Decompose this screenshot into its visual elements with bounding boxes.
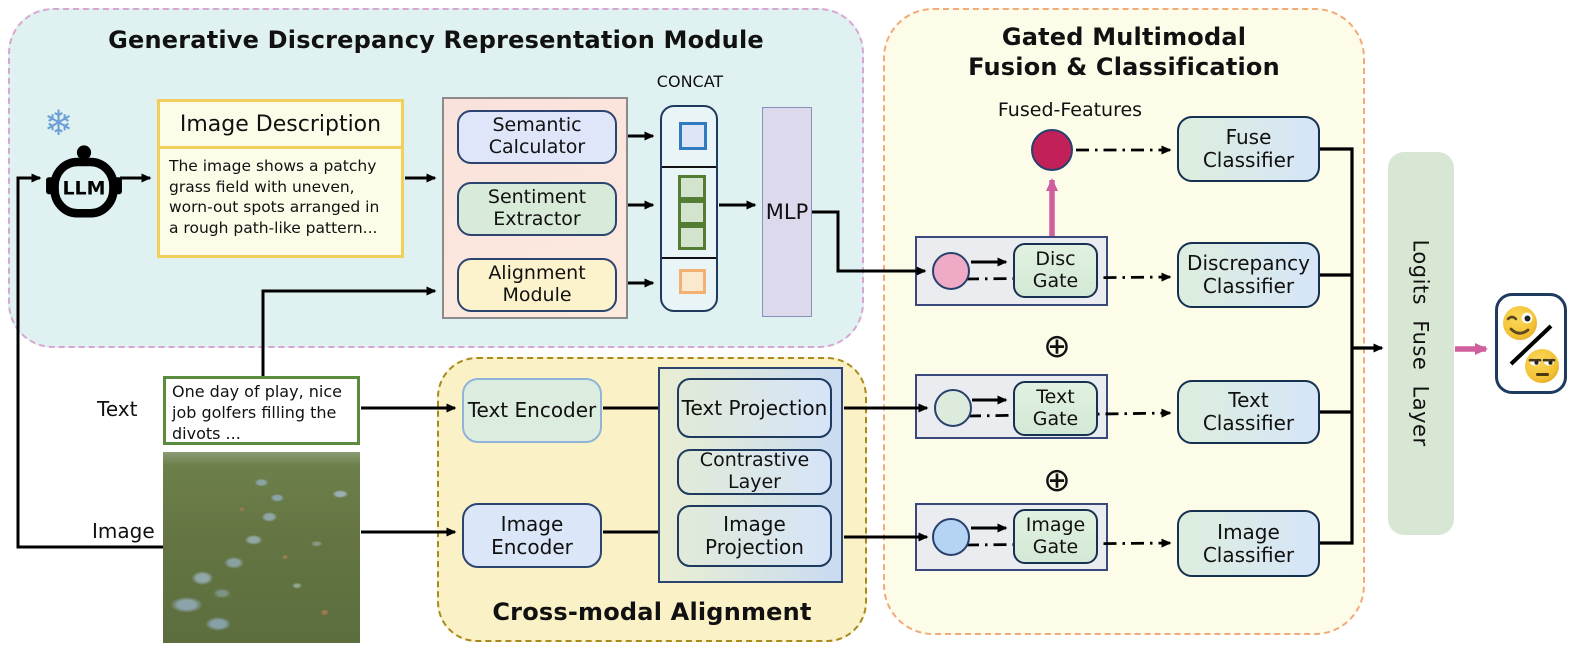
sentiment-feature-square-icon: [678, 175, 706, 200]
disc-gate-box: Disc Gate: [1013, 243, 1098, 298]
gdrm-region: Generative Discrepancy Representation Mo…: [8, 8, 864, 348]
discrepancy-classifier-box: Discrepancy Classifier: [1177, 242, 1320, 308]
semantic-feature-square-icon: [679, 122, 707, 150]
fused-features-circle-icon: [1031, 129, 1073, 171]
gmfc-title-line1: Gated Multimodal: [1001, 23, 1247, 51]
image-encoder-box: Image Encoder: [462, 503, 602, 568]
concat-divider: [662, 257, 716, 259]
text-encoder-box: Text Encoder: [462, 378, 602, 443]
sentiment-output-box: [1495, 293, 1567, 394]
sarcasm-output-icons: [1503, 306, 1559, 383]
sentiment-feature-square-icon: [678, 225, 706, 250]
discrepancy-feature-circle-icon: [932, 252, 970, 290]
gmfc-title: Gated Multimodal Fusion & Classification: [885, 22, 1363, 82]
alignment-module-box: Alignment Module: [457, 258, 617, 312]
alignment-feature-square-icon: [679, 269, 706, 294]
fused-features-label: Fused-Features: [997, 99, 1143, 121]
fuse-classifier-box: Fuse Classifier: [1177, 116, 1320, 182]
slash-divider-icon: [1509, 324, 1553, 366]
text-gate-box: Text Gate: [1013, 381, 1098, 436]
semantic-calculator-box: Semantic Calculator: [457, 110, 617, 164]
text-sample-box: One day of play, nice job golfers fillin…: [163, 376, 360, 445]
image-input-label: Image: [92, 519, 155, 543]
text-input-label: Text: [97, 397, 138, 421]
text-projection-box: Text Projection: [677, 378, 832, 438]
plus-circle-icon: ⊕: [1043, 325, 1071, 365]
image-description-title: Image Description: [160, 102, 401, 149]
image-description-body: The image shows a patchy grass field wit…: [169, 157, 380, 237]
plus-circle-icon: ⊕: [1043, 459, 1071, 499]
image-description-box: Image Description The image shows a patc…: [157, 99, 404, 258]
logits-fuse-layer-label: Logits Fuse Layer: [1409, 239, 1434, 448]
contrastive-layer-box: Contrastive Layer: [677, 449, 832, 495]
logits-fuse-layer: Logits Fuse Layer: [1388, 152, 1454, 535]
concat-divider: [662, 166, 716, 168]
sentiment-feature-square-icon: [678, 200, 706, 225]
llm-robot-icon: LLM: [46, 145, 122, 218]
concat-label: CONCAT: [656, 72, 724, 91]
winking-face-icon: [1503, 306, 1537, 340]
text-feature-circle-icon: [934, 389, 972, 427]
gmfc-title-line2: Fusion & Classification: [968, 53, 1280, 81]
mlp-box: MLP: [762, 107, 812, 317]
gdrm-title: Generative Discrepancy Representation Mo…: [108, 26, 764, 54]
image-feature-circle-icon: [932, 518, 970, 556]
image-projection-box: Image Projection: [677, 505, 832, 567]
image-classifier-box: Image Classifier: [1177, 510, 1320, 577]
cross-modal-title: Cross-modal Alignment: [492, 598, 812, 626]
text-classifier-box: Text Classifier: [1177, 380, 1320, 444]
sentiment-extractor-box: Sentiment Extractor: [457, 182, 617, 236]
image-gate-box: Image Gate: [1013, 509, 1098, 564]
concat-feature-stack: [660, 105, 718, 312]
snowflake-frozen-icon: ❄: [44, 104, 74, 144]
llm-label: LLM: [62, 177, 105, 199]
grass-field-photo: [163, 452, 360, 643]
unamused-face-icon: [1525, 349, 1559, 383]
